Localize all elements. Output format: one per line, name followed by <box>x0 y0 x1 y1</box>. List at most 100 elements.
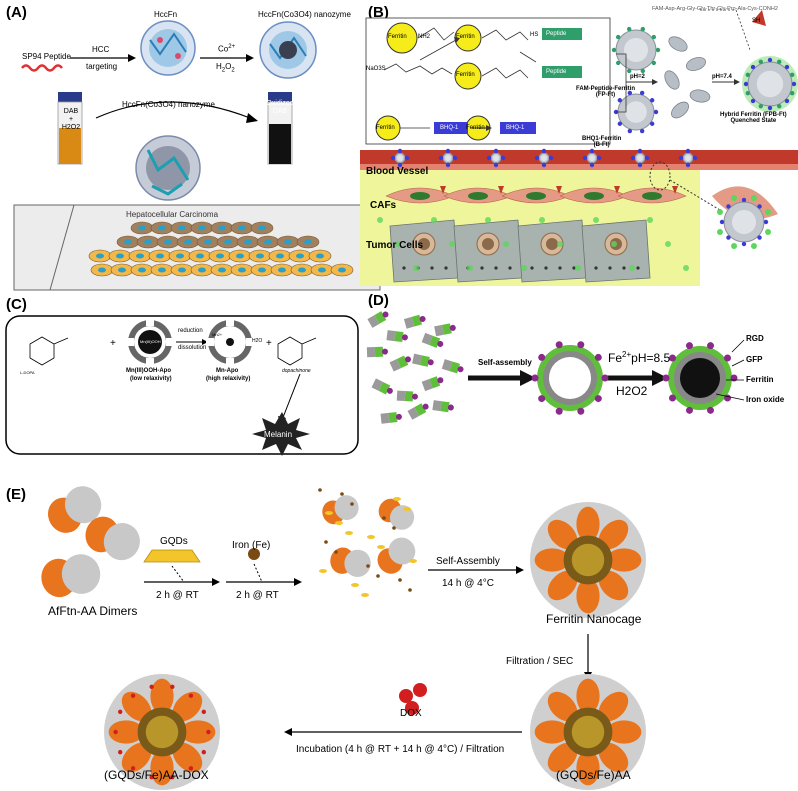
tumor-cells <box>377 217 689 283</box>
c-h2o: H2O <box>252 338 263 344</box>
zoom-cage <box>712 186 778 250</box>
monomer <box>412 353 434 367</box>
e-incubation: Incubation (4 h @ RT + 14 h @ 4°C) / Fil… <box>296 744 505 755</box>
fp-ft-cage <box>611 26 661 74</box>
nanozyme-title: HccFn(Co3O4) nanozyme <box>258 10 351 19</box>
gqds-fe-aa-dox-cage <box>104 674 220 790</box>
monomer <box>389 355 411 372</box>
monomer <box>403 314 426 329</box>
b-nh2-1: NH2 <box>418 34 431 40</box>
e-gqds-fe-aa-dox: (GQDs/Fe)AA-DOX <box>104 768 209 782</box>
c-mn2: Mn2+ <box>212 332 223 337</box>
panel-e-label: (E) <box>6 486 26 503</box>
e-step3: 14 h @ 4°C <box>442 578 494 589</box>
nanozyme-cage <box>259 21 317 79</box>
c-mnooh-sub: (low relaxivity) <box>130 376 172 382</box>
hccfn-label: HccFn <box>154 10 178 19</box>
d-legend-ferritin: Ferritin <box>746 375 774 384</box>
peptide-box-1 <box>542 28 582 40</box>
e-dox: DOX <box>400 708 422 719</box>
panel-b-graphic <box>360 9 798 286</box>
d-legend-rgd: RGD <box>746 334 764 343</box>
targeting-label: targeting <box>86 62 118 71</box>
e-step2: 2 h @ RT <box>236 590 279 601</box>
panel-d-label: (D) <box>368 292 389 309</box>
b-b-ft-label: BHQ1-Ferritin(B-Ft) <box>582 136 622 148</box>
e-nanocage: Ferritin Nanocage <box>546 612 642 626</box>
e-dimers: AfFtn-AA Dimers <box>48 604 138 618</box>
monomer <box>421 376 444 392</box>
e-gqds-fe-aa: (GQDs/Fe)AA <box>556 768 631 782</box>
panel-a-graphic <box>13 20 381 291</box>
monomer <box>371 378 393 395</box>
b-blood-vessel-label: Blood Vessel <box>366 166 429 177</box>
d-legend-iron-oxide: Iron oxide <box>746 395 785 404</box>
b-fp-ft-label: FAM-Peptide-Ferritin(FP-Ft) <box>576 86 636 98</box>
panel-b-label: (B) <box>368 4 389 21</box>
mnooh-apo <box>126 318 174 366</box>
b-peptide-2: Peptide <box>546 69 567 75</box>
e-iron: Iron (Fe) <box>232 540 271 551</box>
d-legend-gfp: GFP <box>746 355 763 364</box>
d-fe: Fe2+pH=8.5 <box>608 350 671 365</box>
monomer <box>380 412 402 424</box>
dab-tube-label: DAB+H2O2 <box>61 108 81 131</box>
e-gqds: GQDs <box>160 536 188 547</box>
fam-dye-icon <box>752 10 766 26</box>
ferritin-circle-3 <box>454 62 482 90</box>
b-fam-sequence: FAM-Asp-Arg-Gly-Gly-Thr-Gly-Pro-Ala-Cys-… <box>652 6 778 12</box>
co-label: Co2+ <box>218 44 236 54</box>
monomer <box>434 323 456 337</box>
nanozyme-mid-label: HccFn(Co3O4) nanozyme <box>122 100 215 109</box>
c-dissolution: dissolution <box>178 345 207 351</box>
d-self-assembly: Self-assembly <box>478 358 532 367</box>
b-ferritin-5: Ferritin <box>466 125 485 131</box>
mixture-cluster <box>318 488 417 597</box>
caf-cells <box>385 186 687 204</box>
b-hs-1: HS <box>530 32 539 38</box>
b-sh: SH <box>752 18 761 24</box>
oxidized-dab-tube <box>267 92 293 165</box>
nanozyme-cage-center <box>135 135 201 201</box>
iron-ball <box>248 548 260 560</box>
c-mnooh-label: Mn(III)OOH-Apo <box>126 368 171 374</box>
monomer <box>432 400 454 413</box>
hybrid-cage <box>742 56 798 112</box>
bhq-box-2 <box>500 122 536 134</box>
ferritin-subunits <box>664 36 711 119</box>
peptide-box-2 <box>542 66 582 78</box>
monomer <box>366 346 388 358</box>
b-ferritin-1: Ferritin <box>388 34 407 40</box>
dopachinone-ring <box>277 336 303 366</box>
iron-oxide-cage <box>668 346 732 410</box>
c-melanin: Melanin <box>264 430 293 439</box>
vessel-cages <box>390 148 698 168</box>
sp94-label: SP94 Peptide <box>22 52 71 61</box>
hcc-label: HCC <box>92 45 110 54</box>
ferritin-nanocage <box>530 502 646 618</box>
gqd-sheet <box>143 549 201 563</box>
e-filtration: Filtration / SEC <box>506 656 574 667</box>
ldopa-ring <box>29 336 55 366</box>
melanin-burst <box>252 412 310 456</box>
sp94-peptide-squiggle <box>21 64 63 72</box>
gqds-fe-aa-cage <box>530 674 646 790</box>
monomer <box>396 390 418 402</box>
rgd-dots <box>531 341 738 415</box>
b-tumor-label: Tumor Cells <box>366 240 424 251</box>
h2o2-label: H2O2 <box>216 62 235 74</box>
b-bhq-1: BHQ-1 <box>440 125 459 131</box>
b-cafs-label: CAFs <box>370 200 397 211</box>
panel-c-label: (C) <box>6 296 27 313</box>
panel-e-graphic <box>41 486 646 790</box>
d-h2o2: H2O2 <box>616 384 648 398</box>
e-step1: 2 h @ RT <box>156 590 199 601</box>
monomer <box>421 332 444 348</box>
monomer <box>441 359 464 374</box>
monomer <box>407 403 429 420</box>
zoom-highlight <box>649 161 671 191</box>
b-hybrid-label: Hybrid Ferritin (FPB-Ft)Quenched State <box>720 112 787 124</box>
b-ferritin-2: Ferritin <box>456 34 475 40</box>
c-dopachinone: dopachinone <box>282 368 311 374</box>
